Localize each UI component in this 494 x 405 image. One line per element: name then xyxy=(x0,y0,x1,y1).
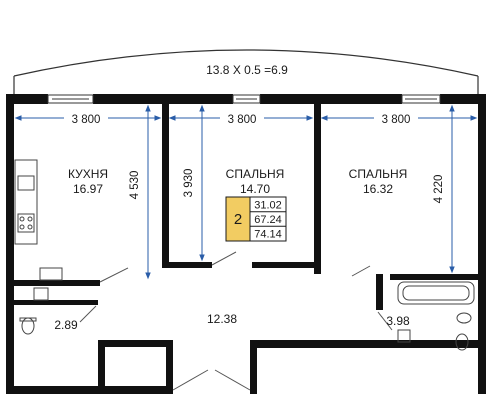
wall-entry-right xyxy=(250,340,257,394)
wall-top-1 xyxy=(6,94,48,104)
wc-toilet-tank xyxy=(19,317,37,322)
wc-toilet-icon xyxy=(21,317,35,335)
dim-label-bg xyxy=(64,112,108,125)
bath-sink-icon xyxy=(456,312,472,324)
bathroom-area: 3.98 xyxy=(386,314,410,328)
area-with-balcony: 74.14 xyxy=(254,229,282,241)
stove-burner-icon xyxy=(27,216,33,222)
kitchen-counter xyxy=(14,159,38,245)
dim-arrow xyxy=(14,115,22,121)
dim-kitchen-width: 3 800 xyxy=(72,114,101,126)
total-area: 67.24 xyxy=(254,214,282,226)
dim-arrow xyxy=(145,104,151,112)
dim-label-bg xyxy=(374,112,418,125)
wall-bottom-left xyxy=(6,386,166,394)
dim-arrow xyxy=(320,115,328,121)
rooms-count: 2 xyxy=(234,211,242,228)
dim-arrow xyxy=(449,104,455,112)
doors xyxy=(79,251,393,391)
dim-arrow xyxy=(449,266,455,274)
stove-burner-icon xyxy=(19,224,25,230)
wall-left xyxy=(6,94,14,394)
door-bedroom-2 xyxy=(351,265,371,277)
bathtub-icon xyxy=(397,281,475,305)
dim-bedroom1-depth: 3 930 xyxy=(183,169,195,198)
bedroom-2-area: 16.32 xyxy=(363,182,393,196)
dim-label-bg xyxy=(431,166,445,212)
wall-hall-left-bottom xyxy=(98,340,170,347)
wall-bedroom1-bottom-left xyxy=(162,262,212,268)
wall-bedroom2-bottom xyxy=(390,274,478,280)
wall-top-3 xyxy=(260,94,402,104)
dim-arrow xyxy=(470,115,478,121)
dim-arrow xyxy=(306,115,314,121)
dim-bedroom2-width: 3 800 xyxy=(382,114,411,126)
room-labels: КУХНЯ 16.97 СПАЛЬНЯ 14.70 СПАЛЬНЯ 16.32 … xyxy=(54,167,410,332)
wc-area: 2.89 xyxy=(54,318,78,332)
bedroom-2-name: СПАЛЬНЯ xyxy=(349,167,408,181)
balcony-arc xyxy=(13,49,479,77)
dim-bedroom1-width: 3 800 xyxy=(228,114,257,126)
wall-bedroom1-bottom-right xyxy=(252,262,321,268)
door-wc xyxy=(79,305,97,323)
bath-toilet-icon xyxy=(455,333,469,351)
walls xyxy=(6,94,486,394)
living-area: 31.02 xyxy=(254,200,282,212)
wall-bath-left xyxy=(376,274,383,310)
wall-wc-top xyxy=(14,300,98,305)
bedroom-1-area: 14.70 xyxy=(240,182,270,196)
dim-label-bg xyxy=(127,162,141,208)
fixtures xyxy=(14,159,475,351)
bathtub-inner xyxy=(402,285,470,301)
dim-kitchen-depth: 4 530 xyxy=(129,171,141,200)
wall-entry-left xyxy=(166,340,173,394)
stove-burner-icon xyxy=(27,224,33,230)
wall-kitchen-bottom xyxy=(14,280,100,286)
dim-arrow xyxy=(154,115,162,121)
kitchen-stove xyxy=(17,213,35,233)
bath-washer xyxy=(397,329,411,343)
kitchen-name: КУХНЯ xyxy=(68,167,108,181)
wall-right xyxy=(478,94,486,394)
door-bathroom xyxy=(377,311,393,331)
door-bedroom-1 xyxy=(211,251,237,266)
dimension-labels: 3 800 3 800 3 800 4 530 3 930 4 220 xyxy=(64,112,445,212)
dim-arrow xyxy=(168,115,176,121)
windows xyxy=(47,94,441,104)
stove-burner-icon xyxy=(19,216,25,222)
dim-arrow xyxy=(199,254,205,262)
kitchen-area: 16.97 xyxy=(73,182,103,196)
hall-area: 12.38 xyxy=(207,312,237,326)
wall-kitchen-bedroom xyxy=(162,104,169,268)
area-table xyxy=(249,196,287,242)
apartment-summary: 2 31.02 67.24 74.14 xyxy=(225,196,287,242)
wall-bottom-right xyxy=(250,340,486,348)
bedroom-1-name: СПАЛЬНЯ xyxy=(226,167,285,181)
door-entrance xyxy=(172,369,251,391)
dim-bedroom2-depth: 4 220 xyxy=(433,175,445,204)
dim-arrow xyxy=(145,272,151,280)
kitchen-sink xyxy=(17,175,35,191)
dim-label-bg xyxy=(181,160,195,206)
wall-top-4 xyxy=(440,94,486,104)
wall-bedroom-bedroom xyxy=(314,104,321,274)
dimension-lines xyxy=(14,104,478,280)
wc-sink xyxy=(33,287,49,301)
wall-top-2 xyxy=(93,94,233,104)
dim-arrow xyxy=(199,104,205,112)
kitchen-fridge xyxy=(39,267,63,281)
dim-label-bg xyxy=(220,112,264,125)
door-kitchen xyxy=(99,267,129,283)
wall-wc-right xyxy=(98,340,105,394)
balcony: 13.8 X 0.5 =6.9 xyxy=(13,49,479,96)
balcony-area-label: 13.8 X 0.5 =6.9 xyxy=(206,63,288,77)
